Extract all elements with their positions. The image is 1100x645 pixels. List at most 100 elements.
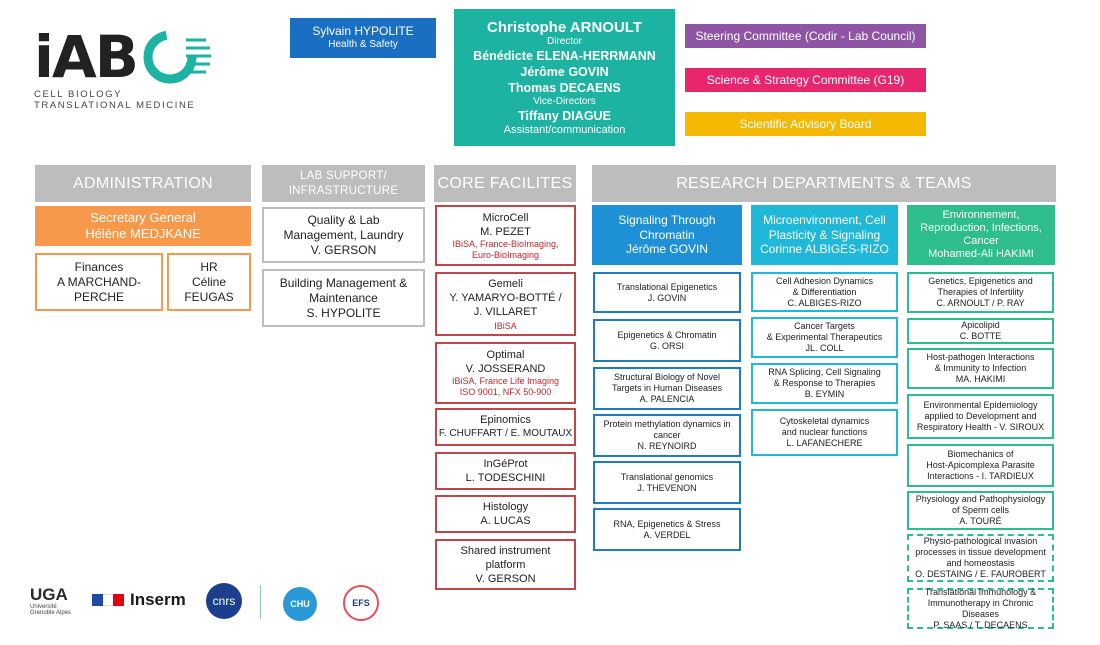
core-microcell-title: MicroCell <box>482 211 529 224</box>
building-box: Building Management & Maintenance S. HYP… <box>262 269 425 327</box>
team-name2: Immunotherapy in Chronic Diseases <box>927 597 1034 619</box>
team-cancer-targets: Cancer Targets & Experimental Therapeuti… <box>751 317 898 358</box>
team-name: Cell Adhesion Dynamics <box>775 275 874 286</box>
team-environmental-epidemiology: Environmental Epidemiology applied to De… <box>907 394 1054 439</box>
team-name2: processes in tissue development <box>915 547 1046 557</box>
team-rna-epigenetics: RNA, Epigenetics & Stress A. VERDEL <box>593 508 741 551</box>
team-name: Environmental Epidemiology <box>923 400 1038 410</box>
team-invasion-processes: Physio-pathological invasion processes i… <box>907 534 1054 582</box>
core-gemeli: Gemeli Y. YAMARYO-BOTTÉ / J. VILLARET IB… <box>435 272 576 336</box>
team-lead: Interactions - I. TARDIEUX <box>927 471 1034 481</box>
logo-wordmark: iAB <box>34 23 139 91</box>
cnrs-logo-text: cnrs <box>212 594 236 608</box>
logo-line1: CELL BIOLOGY <box>34 89 123 100</box>
director-box: Christophe ARNOULT Director Bénédicte EL… <box>454 9 675 146</box>
inserm-logo: Inserm <box>130 590 186 609</box>
uga-logo-sub2: Grenoble Alpes <box>30 610 72 616</box>
secretary-general-name: Hélène MEDJKANE <box>85 226 201 241</box>
secretary-general-box: Secretary General Hélène MEDJKANE <box>35 206 251 246</box>
core-gemeli-name2: J. VILLARET <box>473 305 538 318</box>
hr-box: HR Céline FEUGAS <box>167 253 251 311</box>
team-name2: cancer <box>653 430 681 440</box>
team-lead: C. BOTTE <box>959 331 1002 341</box>
team-lead: A. PALENCIA <box>639 394 695 404</box>
dept3-head: Mohamed-Ali HAKIMI <box>928 248 1034 260</box>
science-committee-box: Science & Strategy Committee (G19) <box>685 68 926 92</box>
team-lead: JL. COLL <box>805 343 844 353</box>
vice-director-3: Thomas DECAENS <box>508 81 621 95</box>
team-lead: J. THEVENON <box>637 482 697 493</box>
lab-support-header-line1: LAB SUPPORT/ <box>299 169 388 182</box>
core-facilities-header-text: CORE FACILITES <box>437 174 573 192</box>
core-histology: Histology A. LUCAS <box>435 495 576 533</box>
advisory-board-box: Scientific Advisory Board <box>685 112 926 136</box>
quality-title: Quality & Lab Management, Laundry <box>283 212 404 242</box>
research-header: RESEARCH DEPARTMENTS & TEAMS <box>592 165 1056 202</box>
core-optimal-sub2: ISO 9001, NFX 50-900 <box>459 387 552 397</box>
team-lead: L. LAFANECHERE <box>786 438 863 448</box>
iab-logo: iAB CELL BIOLOGY TRANSLATIONAL MEDICINE <box>34 23 211 111</box>
team-name2: and nuclear functions <box>781 427 868 437</box>
logo-line2: TRANSLATIONAL MEDICINE <box>34 100 196 111</box>
vice-director-1: Bénédicte ELENA-HERRMANN <box>473 49 656 63</box>
chu-logo: CHU <box>283 587 317 621</box>
hr-title: HR <box>200 259 218 274</box>
dept2-head: Corinne ALBIGES-RIZO <box>760 242 889 257</box>
building-name: S. HYPOLITE <box>306 305 381 320</box>
core-ingeprot: InGéProt L. TODESCHINI <box>435 452 576 490</box>
cnrs-logo: cnrs <box>206 583 242 619</box>
director-name: Christophe ARNOULT <box>487 19 642 36</box>
team-cytoskeletal: Cytoskeletal dynamics and nuclear functi… <box>751 409 898 456</box>
finances-box: Finances A MARCHAND-PERCHE <box>35 253 163 311</box>
core-epinomics: Epinomics F. CHUFFART / E. MOUTAUX <box>435 408 576 446</box>
dept-microenvironment-header: Microenvironment, Cell Plasticity & Sign… <box>751 205 898 265</box>
team-name2: Therapies of Infertility <box>937 287 1024 297</box>
dept3-title2: Reproduction, Infections, <box>920 222 1042 234</box>
team-name2: Host-Apicomplexa Parasite <box>926 460 1035 470</box>
steering-committee-label: Steering Committee (Codir - Lab Council) <box>695 29 916 43</box>
dept1-title2: Chromatin <box>639 227 695 242</box>
team-name: RNA, Epigenetics & Stress <box>613 518 721 529</box>
chu-logo-text: CHU <box>290 599 310 609</box>
dept2-title: Microenvironment, Cell <box>763 213 886 228</box>
health-safety-box: Sylvain HYPOLITE Health & Safety <box>290 18 436 58</box>
assistant-role: Assistant/communication <box>503 124 626 136</box>
uga-logo-text: UGA <box>30 585 68 604</box>
core-microcell-name: M. PEZET <box>480 225 531 238</box>
team-lead: G. ORSI <box>649 340 684 351</box>
dept-environnement-header: Environnement, Reproduction, Infections,… <box>907 205 1055 265</box>
marianne-logo-icon <box>92 594 125 606</box>
health-safety-name: Sylvain HYPOLITE <box>312 24 414 38</box>
team-name: Physio-pathological invasion <box>923 536 1038 546</box>
core-optimal: Optimal V. JOSSERAND IBiSA, France Life … <box>435 342 576 404</box>
dept1-title: Signaling Through <box>618 213 716 228</box>
team-lead: O. DESTAING / E. FAUROBERT <box>915 569 1046 579</box>
hr-name: Céline FEUGAS <box>184 274 234 304</box>
director-role: Director <box>546 36 582 47</box>
lab-support-header-line2: INFRASTRUCTURE <box>288 184 399 197</box>
team-lead: A. VERDEL <box>643 529 691 540</box>
team-name: Genetics, Epigenetics and <box>928 276 1033 286</box>
uga-logo: UGA Université Grenoble Alpes <box>30 586 80 622</box>
steering-committee-box: Steering Committee (Codir - Lab Council) <box>685 24 926 48</box>
team-lead: B. EYMIN <box>804 389 845 399</box>
research-header-text: RESEARCH DEPARTMENTS & TEAMS <box>676 174 972 192</box>
uga-logo-sub1: Université <box>30 604 57 610</box>
finances-name: A MARCHAND-PERCHE <box>56 274 141 304</box>
core-shared-instrument: Shared instrument platform V. GERSON <box>435 539 576 590</box>
quality-box: Quality & Lab Management, Laundry V. GER… <box>262 207 425 263</box>
team-lead: C. ARNOULT / P. RAY <box>936 298 1025 308</box>
team-name2: Targets in Human Diseases <box>611 383 723 393</box>
core-shared-title: Shared instrument <box>460 544 551 557</box>
efs-logo: EFS <box>343 585 379 621</box>
team-lead: N. REYNOIRD <box>637 441 697 451</box>
logo-helix-icon <box>143 30 211 84</box>
team-name: Biomechanics of <box>947 449 1014 459</box>
core-epinomics-name: F. CHUFFART / E. MOUTAUX <box>438 428 573 439</box>
team-cell-adhesion: Cell Adhesion Dynamics & Differentiation… <box>751 272 898 312</box>
team-name: Physiology and Pathophysiology <box>915 494 1046 504</box>
team-name2: & Differentiation <box>792 286 857 297</box>
quality-name: V. GERSON <box>310 242 377 257</box>
health-safety-role: Health & Safety <box>328 39 398 50</box>
team-structural-biology: Structural Biology of Novel Targets in H… <box>593 367 741 410</box>
